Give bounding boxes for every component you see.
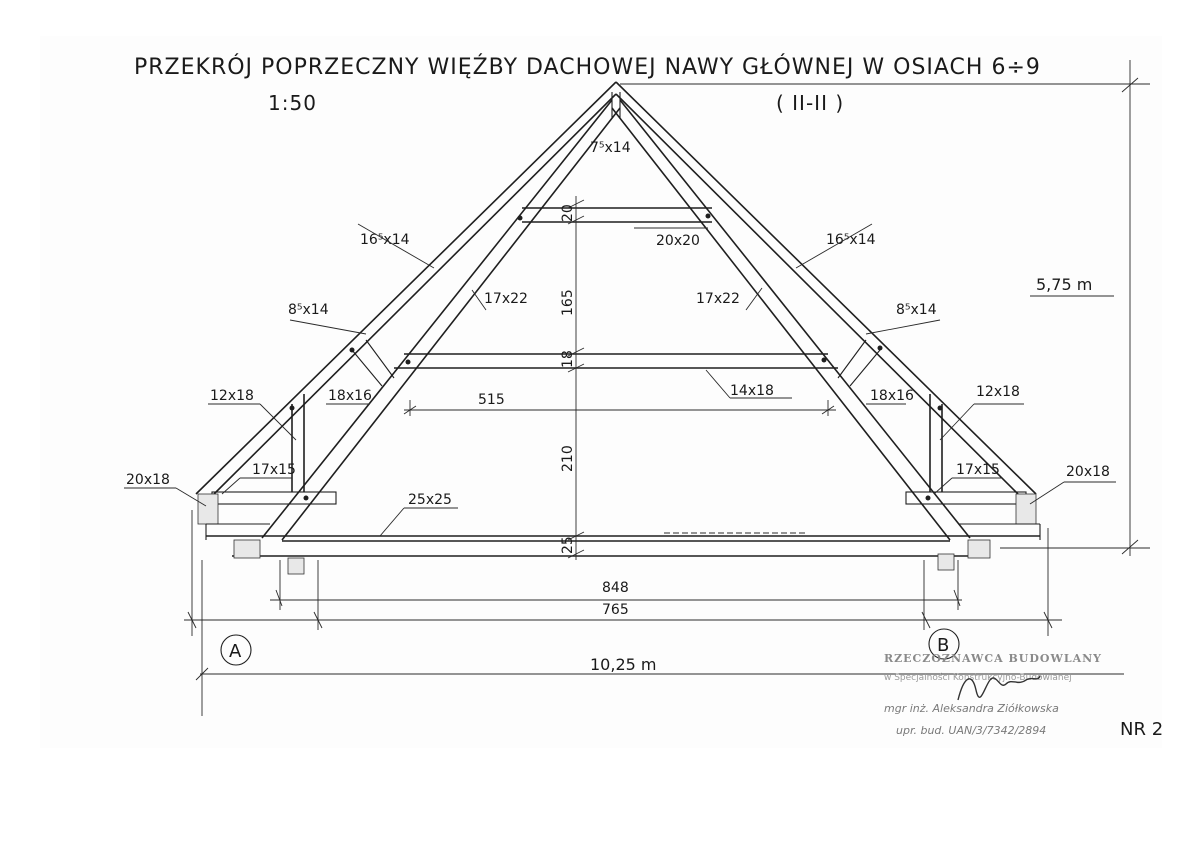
bearing-left-2 (287, 557, 305, 575)
label-brace-right: 8⁵x14 (896, 302, 937, 318)
label-strut-small-right: 18x16 (870, 388, 914, 404)
rafter-left-inner (213, 93, 617, 495)
stamp-line1: RZECZOZNAWCA BUDOWLANY (884, 652, 1102, 665)
dim-span: 10,25 m (590, 655, 656, 674)
axis-b-label: B (937, 635, 949, 656)
expert-stamp: RZECZOZNAWCA BUDOWLANY w Specjalności Ko… (884, 652, 1102, 737)
label-brace-left: 8⁵x14 (288, 302, 329, 318)
dim-848: 848 (602, 580, 629, 596)
rafter-right-outer (615, 81, 1037, 495)
stamp-line4: upr. bud. UAN/3/7342/2894 (896, 724, 1046, 737)
bolts (289, 213, 943, 501)
label-wallplate-left: 20x18 (126, 472, 170, 488)
label-tie-beam: 25x25 (408, 492, 452, 508)
strut-right-outer (619, 99, 971, 539)
wallplate-left (197, 493, 219, 525)
label-strut-right: 17x22 (696, 291, 740, 307)
strut-right-inner (611, 107, 951, 541)
bearing-left-1 (233, 539, 261, 559)
truss-structure (195, 81, 1041, 575)
dim-765: 765 (602, 602, 629, 618)
sheet-number: NR 2 (1120, 719, 1163, 740)
axis-a-label: A (229, 641, 242, 662)
label-plate-left: 17x15 (252, 462, 296, 478)
drawing-sheet (40, 36, 1162, 748)
stamp-line3: mgr inż. Aleksandra Ziółkowska (884, 702, 1059, 715)
brace-right-a (837, 339, 867, 379)
label-post-right: 12x18 (976, 384, 1020, 400)
dim-210: 210 (560, 445, 576, 472)
dim-height: 5,75 m (1036, 275, 1092, 294)
axis-markers: A B (220, 628, 960, 666)
label-wallplate-right: 20x18 (1066, 464, 1110, 480)
brace-right-b (849, 349, 881, 387)
label-king-post-top: 7⁵x14 (590, 140, 631, 156)
dimensions: 20 165 18 210 25 515 848 765 (184, 60, 1150, 716)
label-collar-top: 20x20 (656, 233, 700, 249)
stamp-line2: w Specjalności Konstrukcyjno-Budowlanej (884, 672, 1072, 683)
member-labels: 7⁵x14 20x20 16⁵x14 16⁵x14 17x22 17x22 8⁵… (124, 140, 1116, 537)
wallplate-right (1015, 493, 1037, 525)
drawing-title: PRZEKRÓJ POPRZECZNY WIĘŹBY DACHOWEJ NAWY… (134, 54, 1041, 80)
axis-b-circle (928, 628, 960, 660)
rafter-right-inner (615, 93, 1019, 495)
label-plate-right: 17x15 (956, 462, 1000, 478)
dim-165: 165 (560, 289, 576, 316)
rafter-left-outer (195, 81, 617, 495)
dim-515: 515 (478, 392, 505, 408)
brace-left-a (365, 339, 395, 379)
signature (957, 675, 1041, 701)
label-collar-mid: 14x18 (730, 383, 774, 399)
strut-left-outer (261, 99, 613, 539)
dim-25: 25 (560, 536, 576, 554)
dim-18: 18 (560, 350, 576, 368)
bearing-right-2 (937, 553, 955, 571)
section-label: ( II-II ) (776, 91, 844, 115)
bearing-right-1 (967, 539, 991, 559)
label-post-left: 12x18 (210, 388, 254, 404)
axis-a-circle (220, 634, 252, 666)
label-rafter-right: 16⁵x14 (826, 232, 876, 248)
strut-left-inner (281, 107, 621, 541)
label-strut-left: 17x22 (484, 291, 528, 307)
drawing-scale: 1:50 (268, 91, 317, 115)
label-strut-small-left: 18x16 (328, 388, 372, 404)
dim-20: 20 (560, 204, 576, 222)
brace-left-b (351, 349, 383, 387)
